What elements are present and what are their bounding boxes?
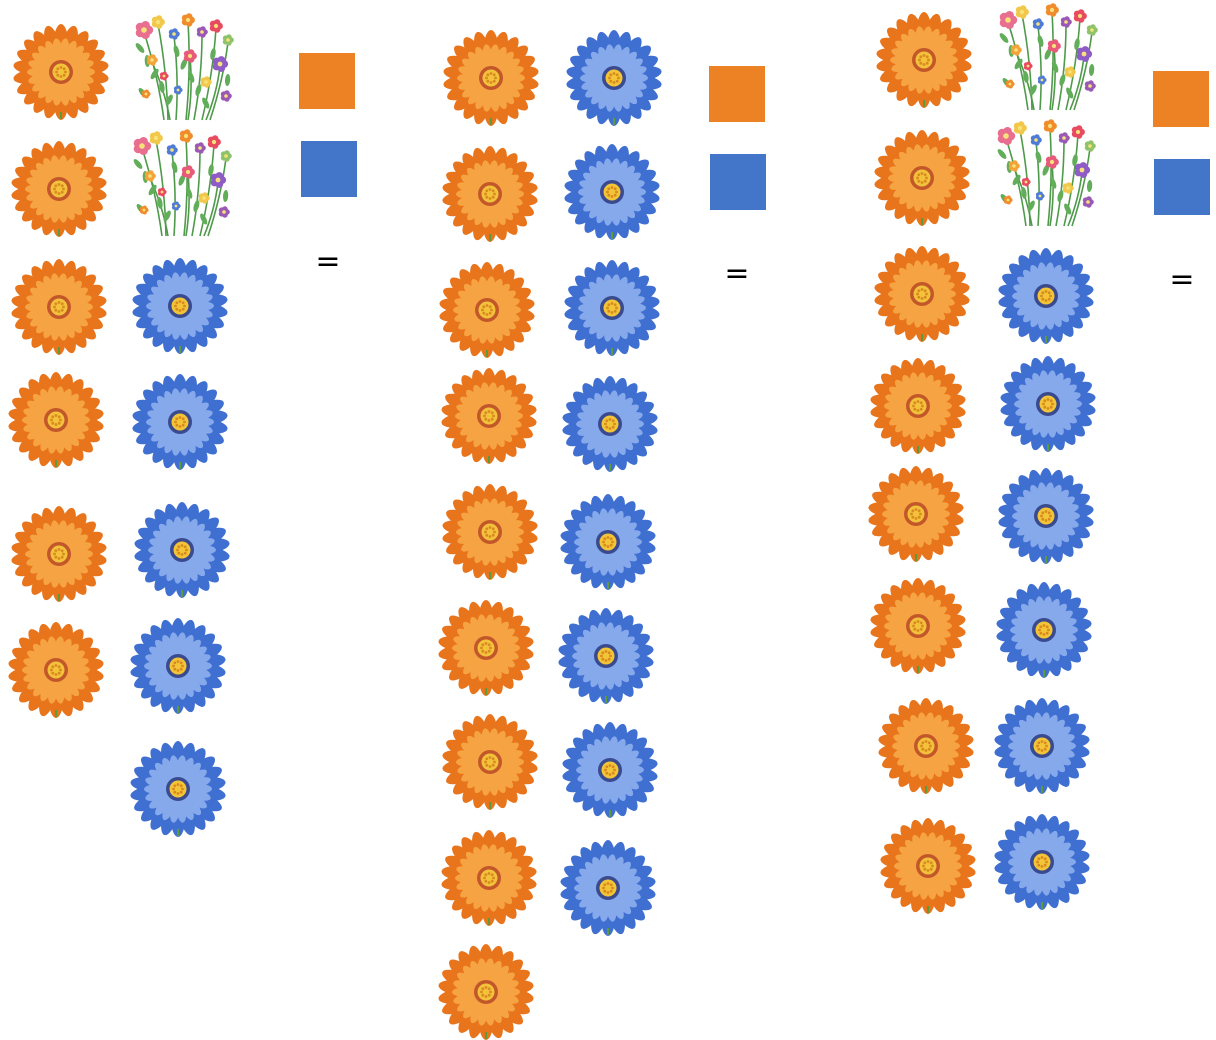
blue-flower-icon (130, 258, 230, 354)
orange-swatch (1153, 71, 1209, 127)
orange-flower-icon (6, 622, 106, 718)
orange-flower-icon (11, 24, 111, 120)
blue-flower-icon (564, 30, 664, 126)
equals-sign: = (717, 259, 757, 289)
orange-flower-icon (439, 830, 539, 926)
blue-flower-icon (562, 260, 662, 356)
blue-flower-icon (558, 840, 658, 936)
blue-flower-icon (996, 468, 1096, 564)
orange-flower-icon (440, 146, 540, 242)
blue-flower-icon (556, 608, 656, 704)
orange-flower-icon (441, 30, 541, 126)
orange-flower-icon (440, 714, 540, 810)
blue-flower-icon (560, 376, 660, 472)
blue-flower-icon (996, 248, 1096, 344)
orange-flower-icon (872, 246, 972, 342)
orange-flower-icon (436, 944, 536, 1040)
orange-flower-icon (878, 818, 978, 914)
orange-flower-icon (440, 484, 540, 580)
wildflower-bouquet-icon (130, 12, 242, 122)
orange-flower-icon (868, 358, 968, 454)
blue-flower-icon (992, 698, 1092, 794)
orange-flower-icon (876, 698, 976, 794)
blue-flower-icon (998, 356, 1098, 452)
blue-swatch (1154, 159, 1210, 215)
orange-flower-icon (6, 372, 106, 468)
orange-swatch (709, 66, 765, 122)
orange-flower-icon (872, 130, 972, 226)
equals-sign: = (1162, 265, 1202, 295)
orange-flower-icon (437, 262, 537, 358)
wildflower-bouquet-icon (994, 2, 1106, 112)
blue-flower-icon (130, 374, 230, 470)
wildflower-bouquet-icon (992, 118, 1104, 228)
equals-sign: = (308, 247, 348, 277)
orange-flower-icon (9, 259, 109, 355)
blue-flower-icon (994, 582, 1094, 678)
blue-flower-icon (992, 814, 1092, 910)
orange-swatch (299, 53, 355, 109)
blue-flower-icon (128, 741, 228, 837)
orange-flower-icon (9, 141, 109, 237)
blue-swatch (301, 141, 357, 197)
blue-flower-icon (560, 722, 660, 818)
wildflower-bouquet-icon (128, 128, 240, 238)
blue-flower-icon (128, 618, 228, 714)
orange-flower-icon (439, 368, 539, 464)
orange-flower-icon (866, 466, 966, 562)
orange-flower-icon (9, 506, 109, 602)
orange-flower-icon (874, 12, 974, 108)
orange-flower-icon (868, 578, 968, 674)
blue-flower-icon (562, 144, 662, 240)
blue-flower-icon (558, 494, 658, 590)
blue-flower-icon (132, 502, 232, 598)
blue-swatch (710, 154, 766, 210)
orange-flower-icon (436, 600, 536, 696)
